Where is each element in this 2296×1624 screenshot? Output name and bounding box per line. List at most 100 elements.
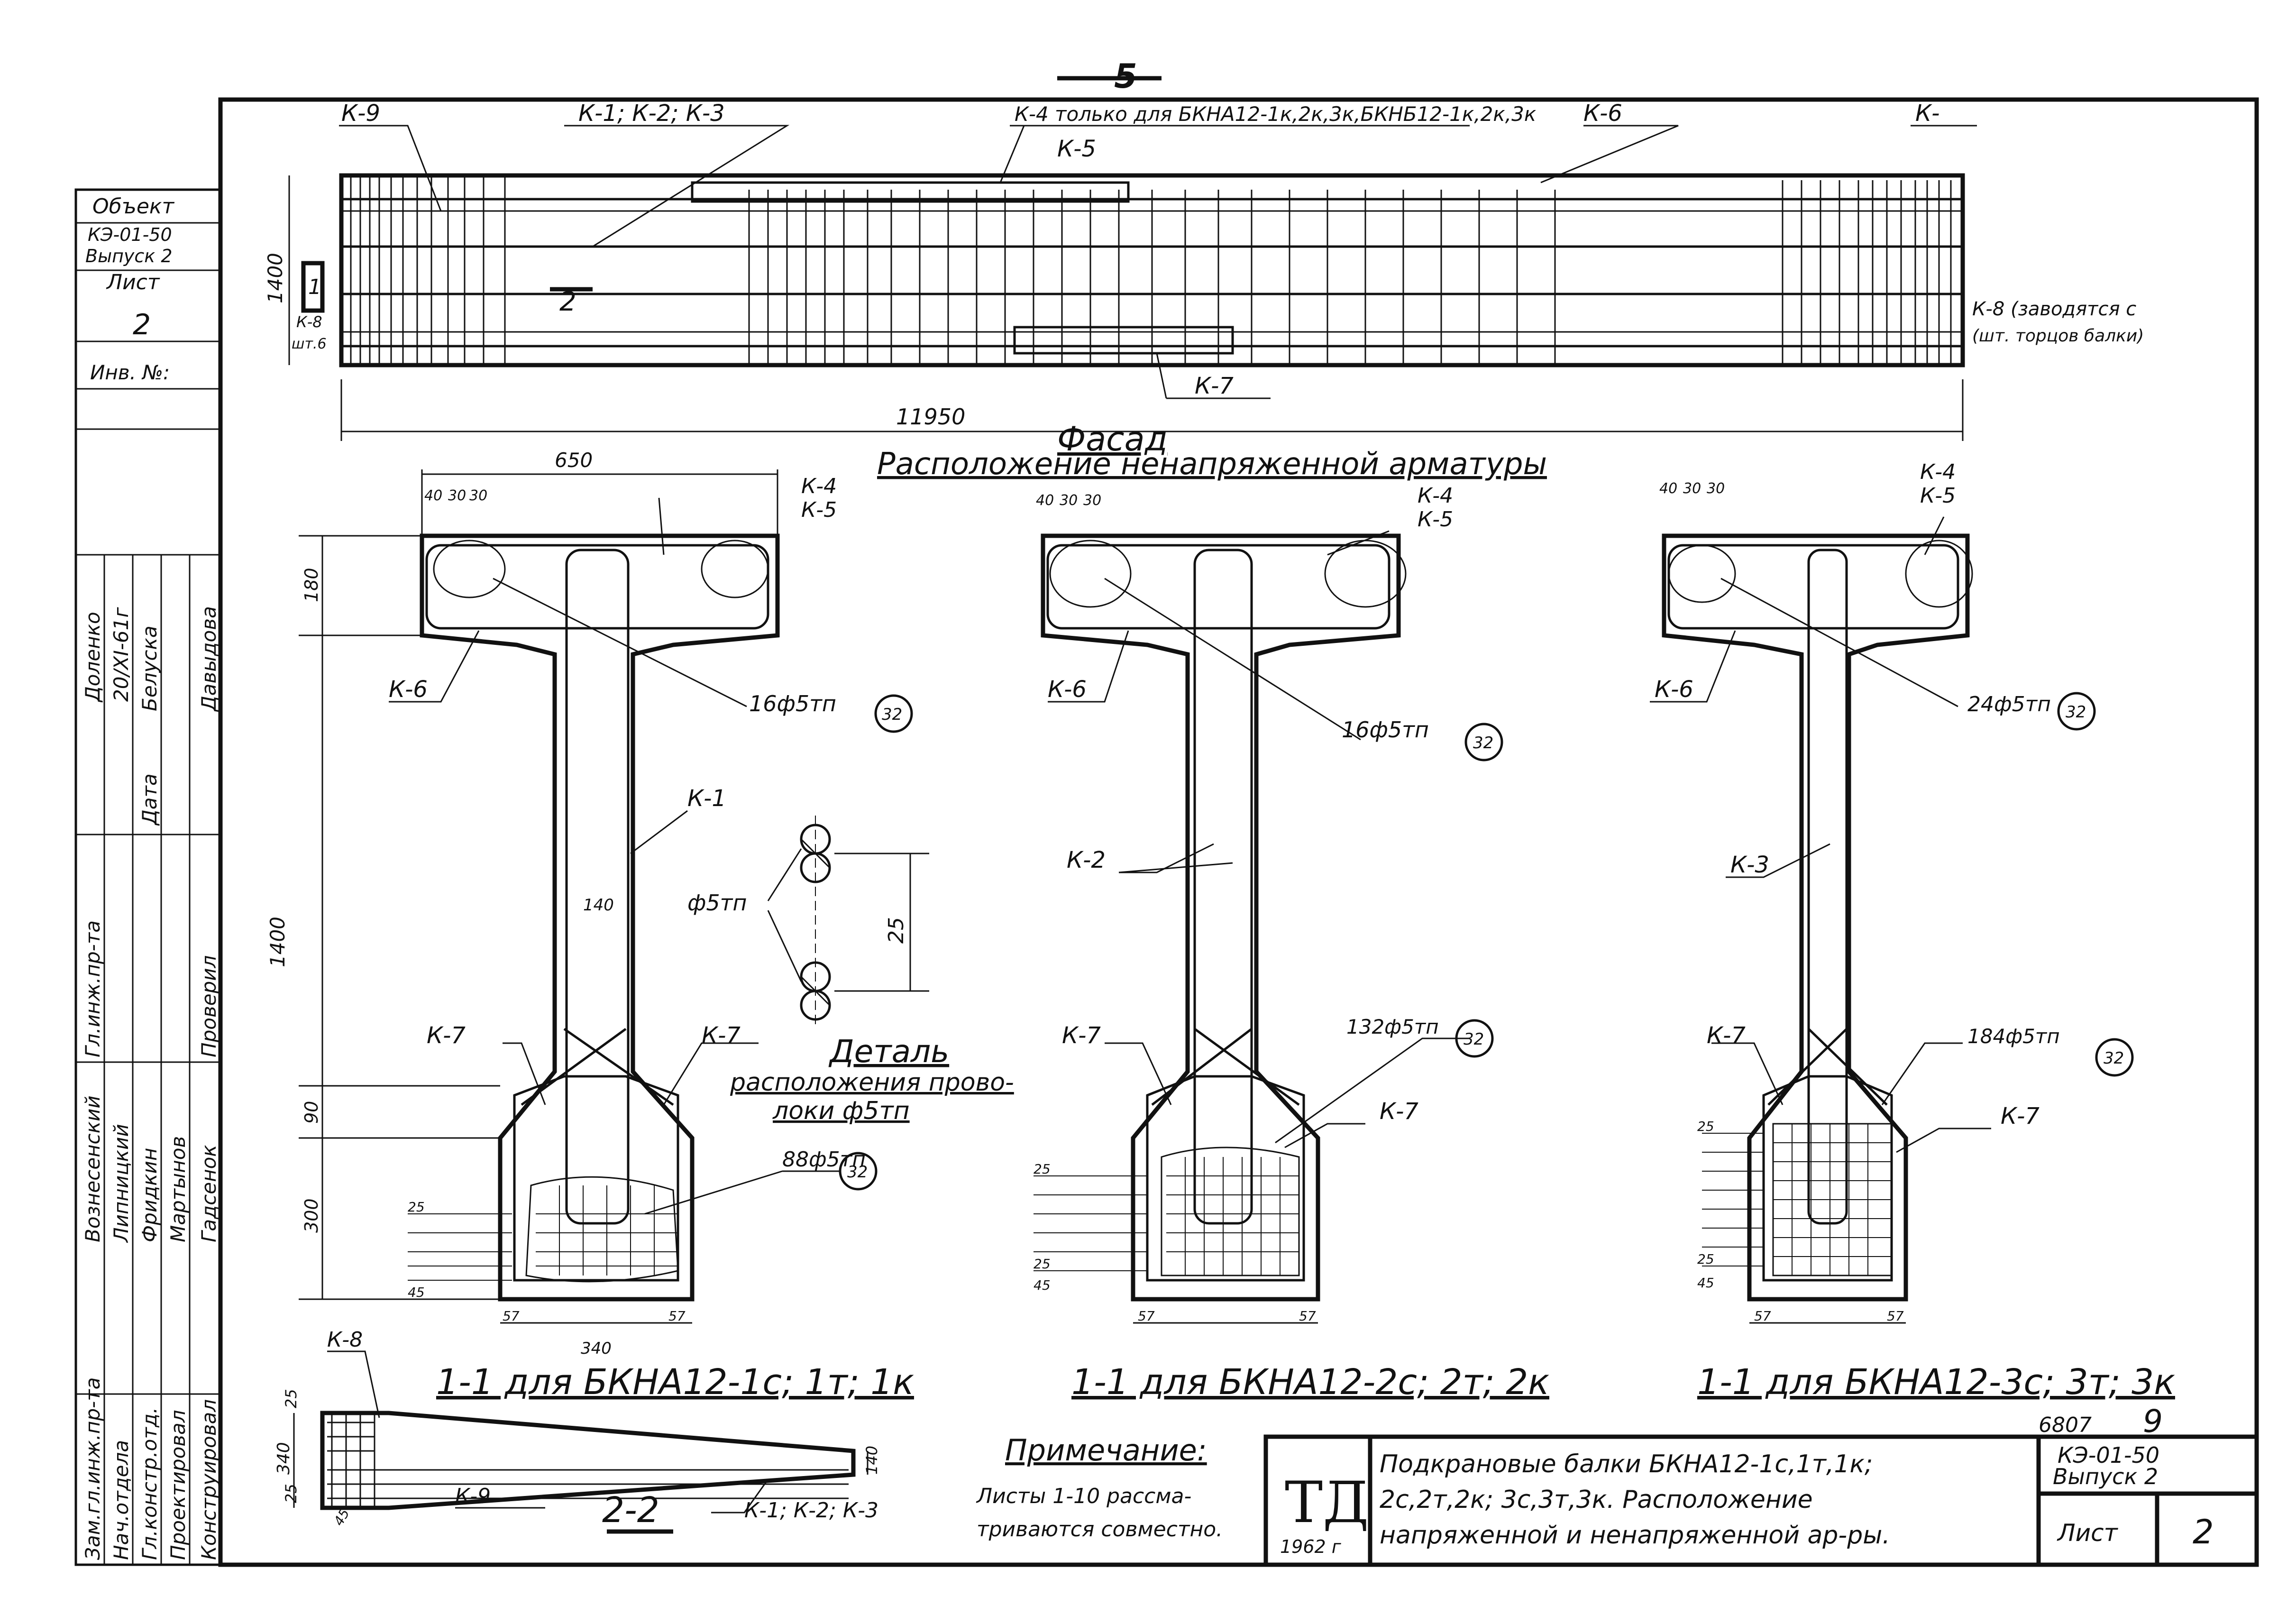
s1-dim-90: 90	[301, 1101, 322, 1124]
s2-dim-30b: 30	[1083, 492, 1101, 509]
s2-k7-right: К-7	[1380, 1098, 1418, 1125]
detail-wire-label: ф5тп	[687, 890, 747, 916]
facade-height-dim: 1400	[264, 253, 287, 303]
stamp-object: Объект	[92, 194, 175, 219]
facade-length-dim: 11950	[896, 404, 965, 430]
sig-role-5: Конструировал	[197, 1399, 220, 1560]
s3-d25: 25	[1697, 1119, 1714, 1134]
tb-page-no: 9	[2143, 1403, 2163, 1440]
s2-k-web: К-2	[1067, 847, 1106, 873]
section-2-shape	[1034, 530, 1503, 1324]
sig-role-2: Нач.отдела	[110, 1440, 133, 1560]
s3-k6: К-6	[1655, 676, 1693, 703]
section-22	[293, 1350, 869, 1534]
detail-dim-25: 25	[884, 917, 908, 944]
tb-desc1: Подкрановые балки БКНА12-1с,1т,1к;	[1380, 1450, 1873, 1478]
s2-d25: 25	[1034, 1161, 1051, 1177]
s3-b57: 57	[1754, 1308, 1771, 1324]
s2-k5: К-5	[1418, 507, 1453, 532]
s1-dim-650: 650	[555, 449, 593, 472]
s3-circle-bot: 32	[2104, 1049, 2124, 1068]
detail-line3: локи ф5тп	[772, 1097, 910, 1125]
note-title: Примечание:	[1005, 1433, 1207, 1468]
facade-k8-right: К-8 (заводятся с	[1972, 298, 2136, 320]
tb-sheet-no: 2	[2193, 1513, 2214, 1551]
s1-d25: 25	[408, 1199, 425, 1215]
s1-k6: К-6	[389, 676, 428, 703]
sig-role2-5: Мартынов	[166, 1136, 190, 1242]
s22-d25b: 25	[282, 1484, 300, 1503]
s1-circle-bot: 32	[847, 1163, 868, 1182]
signature-columns: Зам.гл.инж.пр-та Нач.отдела Гл.констр.от…	[81, 606, 220, 1560]
s1-title: 1-1 для БКНА12-1с; 1т; 1к	[436, 1362, 914, 1403]
facade-k4-note: К-4 только для БКНА12-1к,2к,3к,БКНБ12-1к…	[1015, 102, 1537, 126]
s1-strand-bot: 88ф5тп	[782, 1147, 866, 1172]
s3-strand-top: 24ф5тп	[1967, 692, 2051, 716]
sig-role-4: Проектировал	[166, 1410, 190, 1560]
facade-k8: К-8	[296, 313, 322, 331]
s1-b57r: 57	[668, 1308, 686, 1324]
facade-k7: К-7	[1195, 373, 1234, 399]
note-line2: триваются совместно.	[977, 1517, 1223, 1541]
tb-order-no: 6807	[2039, 1413, 2092, 1437]
s3-dim-30b: 30	[1707, 480, 1725, 497]
s1-b57: 57	[503, 1308, 520, 1324]
s1-k5: К-5	[801, 498, 837, 522]
facade-elevation	[288, 125, 1977, 441]
wire-detail	[767, 816, 929, 1029]
s22-k9: К-9	[455, 1484, 491, 1508]
s3-dim-40: 40	[1659, 480, 1677, 497]
stamp-sheet-label: Лист	[106, 270, 160, 294]
s3-k5: К-5	[1920, 484, 1956, 508]
note-line1: Листы 1-10 рассма-	[976, 1484, 1191, 1508]
s2-k7-left: К-7	[1062, 1022, 1101, 1049]
s22-k123: К-1; К-2; К-3	[744, 1498, 878, 1523]
section-3-shape	[1650, 516, 2134, 1324]
facade-k9: К-9	[341, 100, 380, 127]
tb-desc3: напряженной и ненапряженной ар-ры.	[1380, 1521, 1890, 1550]
sig-role2-2: Вознесенский	[81, 1095, 104, 1242]
s1-k7-left: К-7	[427, 1022, 466, 1049]
s1-dim-180: 180	[301, 568, 322, 602]
s3-k7-right: К-7	[2001, 1103, 2040, 1129]
s3-strand-bot: 184ф5тп	[1967, 1025, 2060, 1048]
stamp-sheet-no: 2	[133, 308, 151, 341]
facade-section-mark-2: 2	[559, 286, 576, 317]
s3-b57r: 57	[1887, 1308, 1904, 1324]
title-block	[1263, 1434, 2259, 1567]
facade-section-mark-1: 1	[308, 275, 321, 299]
facade-subtitle: Расположение ненапряженной арматуры	[877, 447, 1547, 482]
stamp-inv: Инв. №:	[90, 361, 170, 384]
s1-dim-40: 40	[424, 487, 442, 504]
tb-sheet-label: Лист	[2057, 1519, 2119, 1547]
s1-dim-30a: 30	[448, 487, 466, 504]
s3-circle-top: 32	[2066, 703, 2086, 722]
s2-k4: К-4	[1418, 484, 1453, 508]
s3-title: 1-1 для БКНА12-3с; 3т; 3к	[1697, 1362, 2175, 1403]
s2-strand-bot: 132ф5тп	[1346, 1015, 1439, 1038]
tb-logo: ТД	[1285, 1470, 1369, 1536]
s1-dim-1400: 1400	[266, 917, 289, 967]
stamp-code: КЭ-01-50	[88, 224, 172, 245]
facade-k5: К-5	[1057, 136, 1096, 162]
s22-d140: 140	[863, 1446, 881, 1475]
facade-k8-right2: (шт. торцов балки)	[1972, 326, 2144, 346]
sig-name-1: Доленко	[81, 612, 104, 703]
sig-name-6: Давыдова	[197, 606, 220, 712]
s2-d25b: 25	[1034, 1256, 1051, 1272]
sig-role-3: Гл.констр.отд.	[138, 1407, 161, 1560]
tb-year: 1962 г	[1280, 1536, 1342, 1557]
s2-dim-30a: 30	[1060, 492, 1078, 509]
facade-title: Фасад	[1057, 420, 1168, 459]
facade-k-right: К-	[1915, 100, 1939, 127]
s2-title: 1-1 для БКНА12-2с; 2т; 2к	[1071, 1362, 1549, 1403]
s2-circle-top: 32	[1473, 734, 1493, 752]
stamp-issue: Выпуск 2	[85, 246, 173, 266]
sig-name-3: Белуска	[138, 625, 161, 711]
s1-dim-30b: 30	[469, 487, 487, 504]
section-1-shape	[299, 469, 913, 1324]
s3-k7-left: К-7	[1707, 1022, 1746, 1049]
s1-b340: 340	[581, 1339, 612, 1358]
tb-code: КЭ-01-50	[2058, 1442, 2159, 1468]
